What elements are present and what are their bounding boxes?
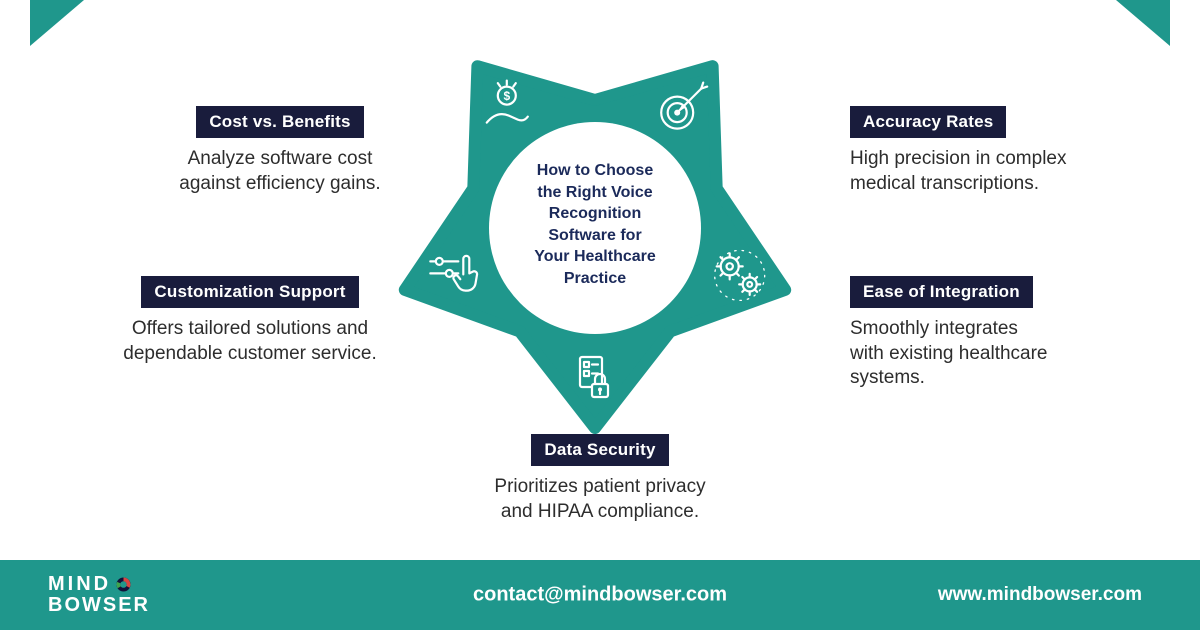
brand-word-mind: MIND: [48, 573, 112, 595]
feature-description: Offers tailored solutions and dependable…: [123, 318, 377, 364]
feature-label-badge: Data Security: [531, 434, 669, 466]
feature-accuracy-rates: Accuracy Rates High precision in complex…: [850, 106, 1130, 196]
feature-label-badge: Accuracy Rates: [850, 106, 1007, 138]
center-circle: [489, 122, 701, 334]
feature-data-security: Data Security Prioritizes patient privac…: [450, 434, 750, 524]
feature-description: High precision in complex medical transc…: [850, 148, 1067, 194]
website-link[interactable]: www.mindbowser.com: [937, 584, 1142, 605]
feature-label-badge: Cost vs. Benefits: [196, 106, 364, 138]
brand-word-bowser: BOWSER: [48, 594, 150, 616]
brand-logo: MIND BOWSER: [48, 574, 150, 616]
center-flower-graphic: $: [398, 60, 792, 434]
infographic-title: How to Choose the Right Voice Recognitio…: [534, 162, 656, 287]
gears-icon: [714, 249, 766, 302]
brand-mark-icon: [116, 577, 131, 592]
target-arrow-icon: [660, 81, 709, 130]
footer-bar: MIND BOWSER contact@mindbowser.com www.m…: [0, 560, 1200, 630]
feature-label-badge: Ease of Integration: [850, 276, 1033, 308]
svg-text:$: $: [503, 89, 510, 103]
feature-description: Prioritizes patient privacy and HIPAA co…: [494, 476, 706, 522]
corner-accent-left: [30, 0, 84, 46]
hand-sliders-icon: [429, 254, 479, 292]
feature-label-badge: Customization Support: [141, 276, 359, 308]
coin-hand-icon: $: [485, 79, 529, 124]
feature-ease-of-integration: Ease of Integration Smoothly integrates …: [850, 276, 1110, 391]
feature-description: Smoothly integrates with existing health…: [850, 318, 1048, 389]
feature-cost-vs-benefits: Cost vs. Benefits Analyze software cost …: [155, 106, 405, 196]
document-lock-icon: [578, 355, 610, 399]
feature-description: Analyze software cost against efficiency…: [179, 148, 381, 194]
feature-customization-support: Customization Support Offers tailored so…: [105, 276, 395, 366]
contact-email-link[interactable]: contact@mindbowser.com: [473, 583, 727, 606]
corner-accent-right: [1116, 0, 1170, 46]
